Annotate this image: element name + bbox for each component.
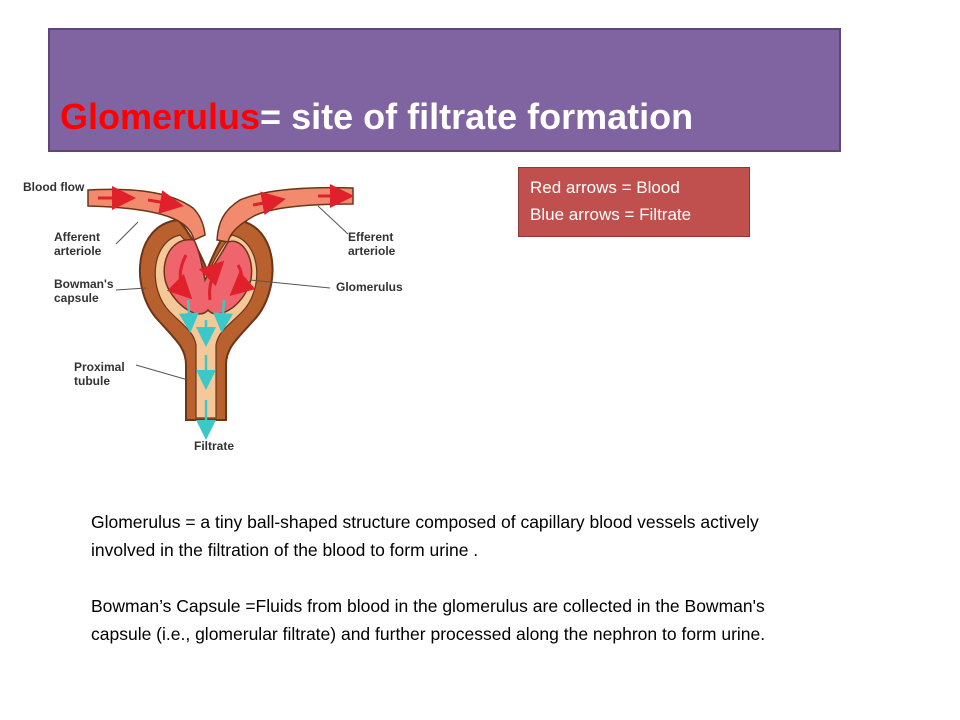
bowmans-capsule-definition: Bowman’s Capsule =Fluids from blood in t… xyxy=(91,596,766,644)
label-proximal-2: tubule xyxy=(74,374,110,388)
label-blood-flow: Blood flow xyxy=(23,180,85,194)
glomerulus-diagram: Blood flow Afferent arteriole Bowman's c… xyxy=(18,160,438,460)
slide-title: Glomerulus= site of filtrate formation xyxy=(60,96,693,138)
label-proximal-1: Proximal xyxy=(74,360,125,374)
label-efferent-1: Efferent xyxy=(348,230,393,244)
title-rest: = site of filtrate formation xyxy=(260,96,694,137)
label-leader-lines xyxy=(115,205,349,381)
legend-blood: Red arrows = Blood xyxy=(530,178,680,197)
label-afferent-1: Afferent xyxy=(54,230,100,244)
label-bowmans-2: capsule xyxy=(54,291,99,305)
label-efferent-2: arteriole xyxy=(348,244,396,258)
label-bowmans-1: Bowman's xyxy=(54,277,114,291)
title-highlight: Glomerulus xyxy=(60,96,261,137)
arrow-legend: Red arrows = Blood Blue arrows = Filtrat… xyxy=(518,167,750,237)
label-filtrate: Filtrate xyxy=(194,439,234,453)
glomerulus-diagram-svg: Blood flow Afferent arteriole Bowman's c… xyxy=(23,180,403,453)
filtrate-arrows xyxy=(178,299,234,440)
title-banner: Glomerulus= site of filtrate formation xyxy=(48,28,841,152)
legend-filtrate: Blue arrows = Filtrate xyxy=(530,205,692,224)
blood-arrows xyxy=(98,184,354,301)
description-text: Glomerulus = a tiny ball-shaped structur… xyxy=(91,508,811,648)
label-glomerulus: Glomerulus xyxy=(336,280,403,294)
glomerulus-definition: Glomerulus = a tiny ball-shaped structur… xyxy=(91,512,759,560)
label-afferent-2: arteriole xyxy=(54,244,102,258)
